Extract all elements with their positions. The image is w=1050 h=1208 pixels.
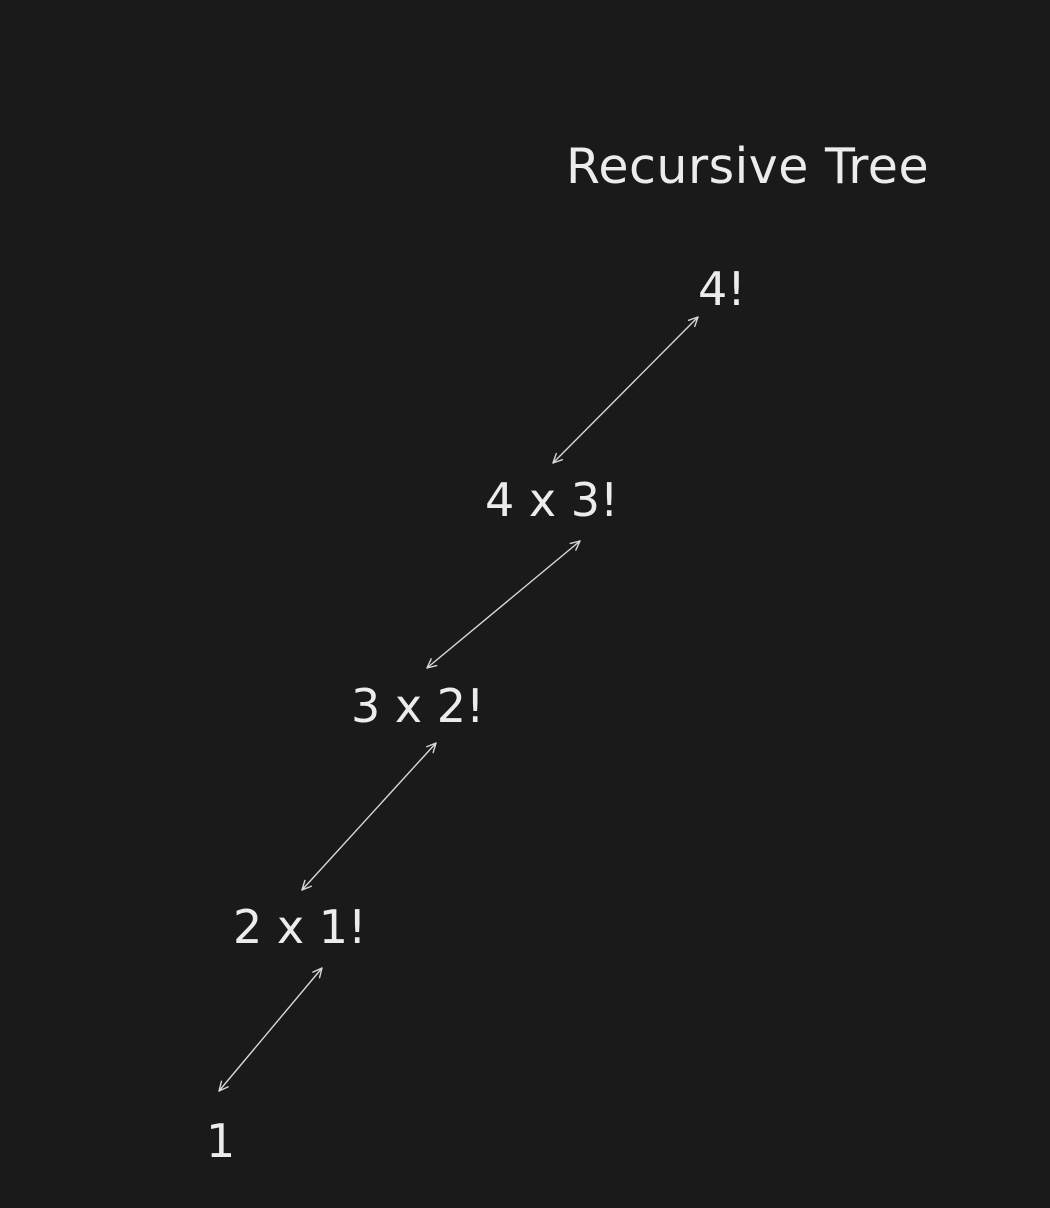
node-4-factorial: 4!	[698, 262, 746, 316]
edge-arrow-1	[426, 540, 581, 669]
edge-arrow-3	[218, 967, 323, 1092]
node-1: 1	[206, 1114, 236, 1168]
edge-arrow-0	[552, 316, 699, 464]
edge-arrow-2	[301, 742, 437, 891]
node-2-times-1-factorial: 2 x 1!	[233, 900, 367, 954]
node-3-times-2-factorial: 3 x 2!	[351, 679, 485, 733]
node-4-times-3-factorial: 4 x 3!	[485, 473, 619, 527]
diagram-title: Recursive Tree	[566, 138, 930, 195]
